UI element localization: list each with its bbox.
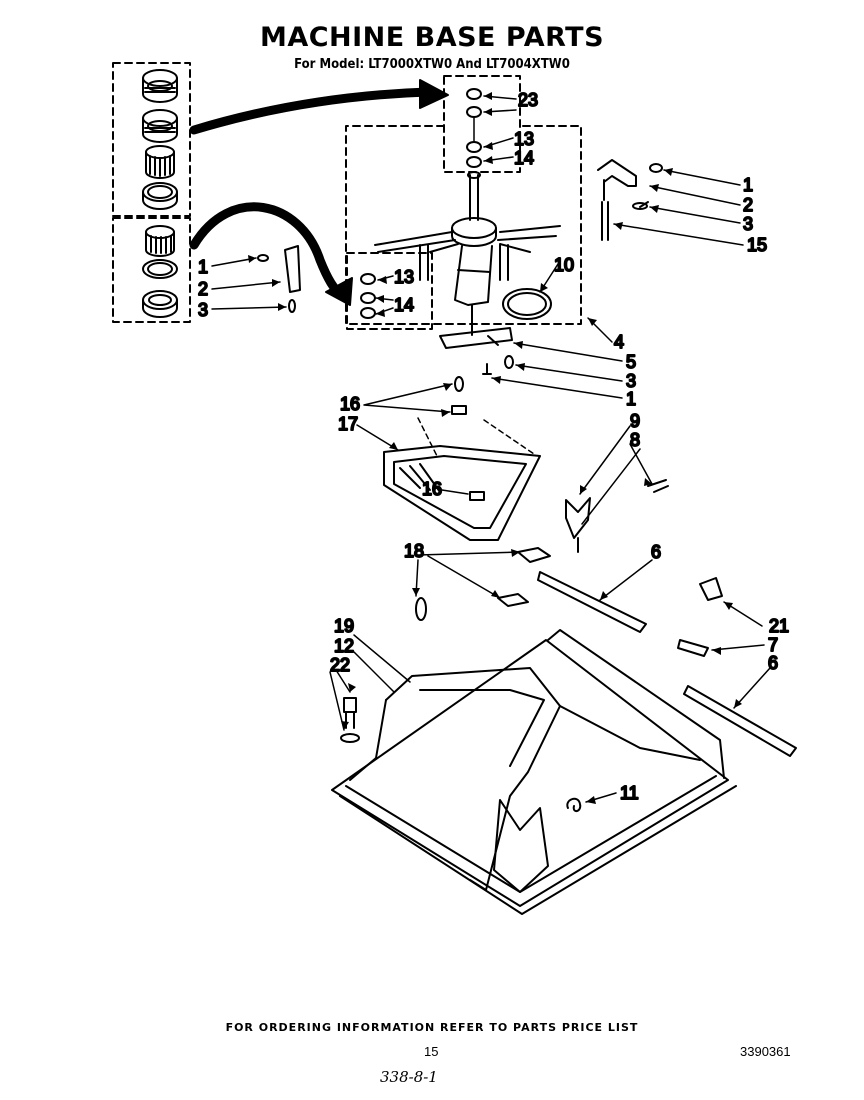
bearing-kit-box-upper <box>112 62 191 217</box>
pad-part <box>517 547 551 563</box>
callout-10: 10 <box>554 255 574 275</box>
seal-icon <box>142 290 178 318</box>
callout-16-upper: 16 <box>340 394 360 414</box>
ordering-note: FOR ORDERING INFORMATION REFER TO PARTS … <box>225 1021 639 1034</box>
bracket-part-21 <box>699 577 723 601</box>
spring-part-7 <box>677 639 709 657</box>
callout-9: 9 <box>630 411 640 431</box>
callout-17: 17 <box>338 414 358 434</box>
callout-1-left: 1 <box>198 257 208 277</box>
callout-15: 15 <box>747 235 767 255</box>
callout-22: 22 <box>330 655 350 675</box>
big-arrow-upper <box>189 79 449 135</box>
drain-tray-part <box>383 445 541 541</box>
callout-8: 8 <box>630 430 640 450</box>
callout-14-lower: 14 <box>394 295 414 315</box>
grommet-part <box>454 376 464 392</box>
callout-1-right: 1 <box>743 175 753 195</box>
page-title: MACHINE BASE PARTS <box>259 22 605 53</box>
clip-part <box>451 405 467 415</box>
callout-11: 11 <box>620 783 639 803</box>
callout-21: 21 <box>769 616 789 636</box>
model-subtitle: For Model: LT7000XTW0 And LT7004XTW0 <box>294 57 570 72</box>
callout-1-center: 1 <box>626 389 636 409</box>
clip-part <box>469 491 485 501</box>
callout-18: 18 <box>404 541 424 561</box>
roller-cage-icon <box>145 225 175 257</box>
bearing-icon <box>142 69 178 103</box>
callout-6-upper: 6 <box>651 542 661 562</box>
callout-7: 7 <box>768 635 778 655</box>
callout-5: 5 <box>626 352 636 372</box>
machine-base-frame <box>331 629 737 915</box>
document-number: 3390361 <box>740 1044 791 1059</box>
callout-13-upper: 13 <box>514 129 534 149</box>
screw-part <box>482 363 492 375</box>
roller-cage-icon <box>145 145 175 179</box>
spring-part <box>504 355 514 369</box>
nut-kit-box-lower <box>346 252 433 330</box>
rail-part-lower <box>683 685 797 757</box>
ring-icon <box>142 259 178 279</box>
bearing-icon <box>142 109 178 143</box>
clutch-bracket-part <box>439 327 513 349</box>
callout-23: 23 <box>518 90 538 110</box>
leveling-leg-bracket <box>565 497 591 553</box>
page-number: 15 <box>424 1044 439 1059</box>
pad-part <box>497 593 529 607</box>
callout-14-upper: 14 <box>514 148 534 168</box>
leader-arrowheads <box>248 92 742 804</box>
callout-12: 12 <box>334 636 354 656</box>
wire-clip-part <box>566 797 582 812</box>
foot-part <box>415 597 427 621</box>
callout-19: 19 <box>334 616 354 636</box>
hinge-bracket-part <box>597 159 663 241</box>
callout-4: 4 <box>614 332 624 352</box>
nut-kit-box-upper <box>443 75 521 173</box>
rail-part-upper <box>537 571 647 633</box>
callout-16-lower: 16 <box>422 479 442 499</box>
callout-6-lower: 6 <box>768 653 778 673</box>
callout-2-right: 2 <box>743 195 753 215</box>
callout-3-center: 3 <box>626 371 636 391</box>
transmission-enclosure-box <box>345 125 582 325</box>
callout-13-lower: 13 <box>394 267 414 287</box>
bearing-kit-box-lower <box>112 217 191 323</box>
drive-ring-part <box>502 288 552 320</box>
ring-icon <box>142 182 178 210</box>
bolt-washer-part <box>340 697 360 743</box>
callout-2-left: 2 <box>198 279 208 299</box>
callout-3-right: 3 <box>743 214 753 234</box>
big-arrow-lower <box>189 202 353 306</box>
handwritten-note: 338-8-1 <box>380 1068 438 1086</box>
nut-stack-lower <box>360 273 376 319</box>
nut-stack-upper <box>466 88 482 168</box>
latch-bracket-part <box>257 245 301 313</box>
callout-3-left: 3 <box>198 300 208 320</box>
bolt-part <box>647 479 669 493</box>
transmission-spider-assembly <box>374 171 561 336</box>
